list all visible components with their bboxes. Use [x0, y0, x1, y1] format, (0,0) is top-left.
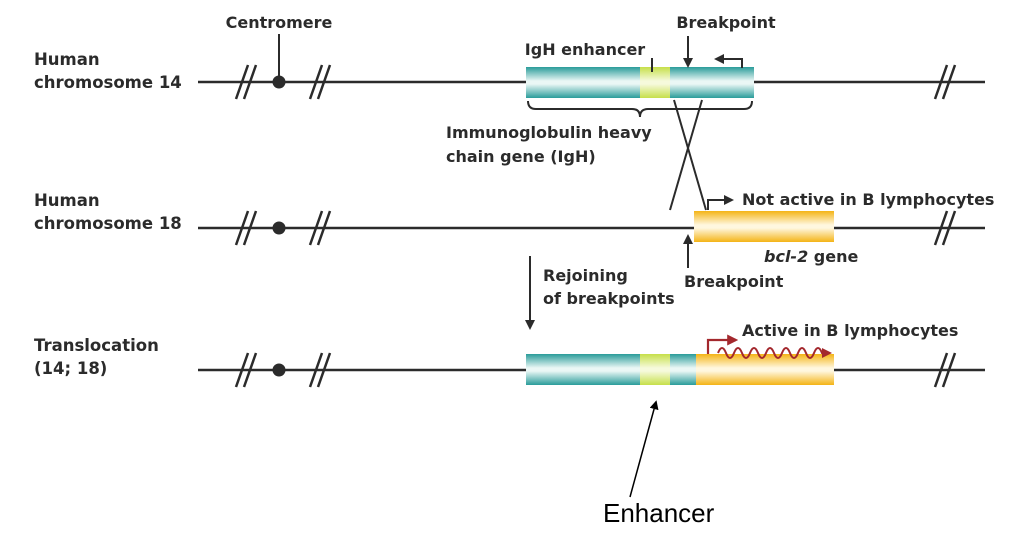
- row-label-line1: Human: [34, 191, 100, 210]
- igh-enhancer-segment: [640, 354, 670, 385]
- centromere-label: Centromere: [226, 13, 333, 32]
- bcl2-gene-suffix: gene: [808, 247, 858, 266]
- crossover-lines: [669, 99, 707, 211]
- break-mark-icon: [234, 64, 258, 100]
- not-active-label: Not active in B lymphocytes: [742, 190, 994, 209]
- igh-enhancer-label: IgH enhancer: [525, 40, 646, 59]
- row-label-line2: chromosome 14: [34, 73, 182, 92]
- igh-gene-segment: [526, 354, 640, 385]
- rejoining-label-line1: Rejoining: [543, 266, 628, 285]
- igh-enhancer-segment: [640, 67, 670, 98]
- centromere-icon: [272, 221, 286, 235]
- break-mark-icon: [234, 210, 258, 246]
- row-label-line1: Translocation: [34, 336, 159, 355]
- bcl2-gene-label: bcl-2 gene: [764, 247, 858, 266]
- centromere-icon: [272, 75, 286, 89]
- mrna-transcript-icon: [717, 347, 832, 359]
- igh-gene-segment: [526, 67, 640, 98]
- promoter-arrow-icon: [706, 334, 739, 354]
- igh-gene-label-line1: Immunoglobulin heavy: [446, 123, 652, 142]
- igh-gene-segment: [670, 354, 696, 385]
- row-chromosome-18: Human chromosome 18 Not active in B lymp…: [34, 190, 994, 291]
- centromere-icon: [272, 363, 286, 377]
- igh-gene-brace: [527, 100, 753, 118]
- enhancer-annotation-label: Enhancer: [603, 498, 715, 528]
- row-chromosome-14: Human chromosome 14 Centromere IgH enhan…: [34, 13, 985, 166]
- break-mark-icon: [308, 352, 332, 388]
- break-mark-icon: [933, 64, 957, 100]
- breakpoint-label-bottom: Breakpoint: [684, 272, 784, 291]
- promoter-arrow-icon: [707, 195, 734, 210]
- promoter-arrow-icon: [714, 54, 743, 68]
- break-mark-icon: [933, 210, 957, 246]
- break-mark-icon: [234, 352, 258, 388]
- bcl2-gene-name: bcl-2: [764, 247, 808, 266]
- igh-gene-label-line2: chain gene (IgH): [446, 147, 596, 166]
- break-mark-icon: [308, 64, 332, 100]
- row-label-line1: Human: [34, 50, 100, 69]
- row-label-line2: (14; 18): [34, 359, 107, 378]
- break-mark-icon: [308, 210, 332, 246]
- rejoining-label-line2: of breakpoints: [543, 289, 675, 308]
- enhancer-annotation-arrow-icon: [629, 400, 659, 498]
- row-translocation: Translocation (14; 18) Active in B lymph…: [34, 321, 985, 388]
- bcl2-gene-segment: [694, 211, 834, 242]
- igh-gene-segment: [670, 67, 754, 98]
- bcl2-gene-segment: [696, 354, 834, 385]
- breakpoint-label-top: Breakpoint: [676, 13, 776, 32]
- row-label-line2: chromosome 18: [34, 214, 182, 233]
- break-mark-icon: [933, 352, 957, 388]
- active-label: Active in B lymphocytes: [742, 321, 958, 340]
